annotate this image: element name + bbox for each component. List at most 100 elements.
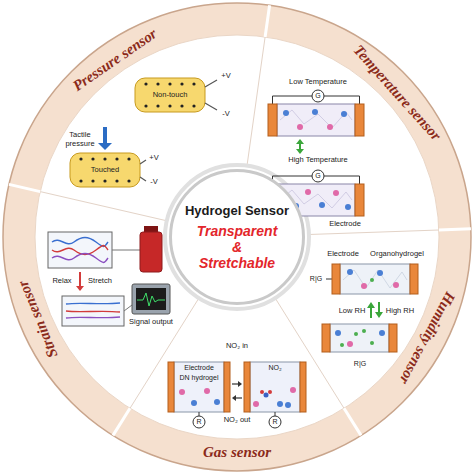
humidity-cell: [332, 264, 340, 294]
part-label: DN hydrogel: [180, 374, 219, 382]
sector-band: Gas sensor: [202, 444, 272, 461]
state-label: Touched: [91, 166, 119, 175]
humidity-cell: [370, 341, 374, 345]
sector-divider: [113, 408, 130, 435]
pressure-pad: [168, 82, 171, 85]
pressure-pad: [156, 82, 159, 85]
temperature-cell: [333, 190, 339, 196]
flow-label: NO₂ in: [226, 342, 248, 351]
pressure-pad: [192, 104, 195, 107]
state-label: Relax: [52, 277, 71, 286]
pressure-pad: [144, 104, 147, 107]
part-label: Electrode: [184, 364, 214, 372]
strain-fiber-box: [66, 303, 120, 304]
humidity-arrow: [367, 302, 383, 318]
gas-cell: [191, 400, 197, 406]
humidity-cell: [326, 279, 332, 280]
gas-cell: [269, 416, 281, 428]
gas-cell: [275, 412, 276, 416]
temperature-cell: [355, 184, 364, 216]
gas-flow-arrow: [238, 381, 242, 387]
temperature-cell: [341, 111, 347, 117]
gas-cell: [179, 389, 185, 395]
state-label: Stretch: [88, 277, 112, 286]
press-arrow: [98, 143, 112, 150]
strain-fiber-box: [66, 311, 120, 312]
humidity-cell: [347, 341, 353, 347]
temperature-cell: [327, 124, 333, 130]
strain-fiber-box: [52, 238, 108, 247]
gas-cell: [253, 401, 259, 407]
switch-arrow: [296, 139, 304, 144]
outer-ring: [3, 3, 471, 471]
voltage-label: -V: [150, 178, 158, 187]
gas-cell: [193, 416, 205, 428]
gas-label: NO₂: [268, 364, 281, 372]
humidity-cell: [343, 270, 407, 288]
gas-flow-arrow: [232, 381, 242, 401]
pressure-pad: [135, 78, 205, 112]
pressure-pad: [91, 157, 94, 160]
humidity-arrow: [367, 302, 375, 308]
pressure-pad: [70, 153, 140, 187]
humidity-cell: [389, 324, 397, 352]
condition-label: Low Temperature: [289, 78, 347, 87]
meter-symbol: R: [196, 418, 201, 426]
gas-cell: [174, 362, 224, 412]
gas-cell: [224, 362, 230, 412]
humidity-arrow: [370, 307, 372, 318]
gas-cell: [277, 401, 283, 407]
temperature-cell: [283, 110, 289, 116]
pressure-pad: [205, 80, 217, 87]
humidity-cell: [347, 269, 353, 275]
humidity-cell: [340, 343, 344, 347]
temperature-cell: [312, 170, 324, 182]
humidity-arrow: [375, 312, 383, 318]
gas-cell: [268, 390, 272, 394]
temperature-cell: [345, 204, 351, 210]
humidity-cell: [410, 264, 418, 294]
gas-cell: [250, 362, 300, 412]
pressure-pad: [140, 177, 146, 181]
gas-cell: [244, 362, 306, 428]
outer-ring: [35, 35, 439, 439]
pressure-pad: [180, 82, 183, 85]
state-label: Non-touch: [153, 91, 188, 100]
temperature-cell: [312, 109, 318, 115]
pressure-pad: [156, 104, 159, 107]
pressure-pad: [91, 179, 94, 182]
switch-arrow: [299, 143, 301, 150]
humidity-cell: [354, 332, 358, 336]
pressure-pad: [115, 157, 118, 160]
hub-circle: Hydrogel SensorTransparent & Stretchable: [169, 169, 305, 305]
meter-symbol: R|G: [310, 275, 322, 283]
strain-fiber-box: [48, 232, 140, 268]
signal-monitor: [132, 284, 170, 314]
temperature-cell: [319, 202, 325, 208]
force-label: Tactile pressure: [63, 131, 97, 148]
strain-fiber-box: [62, 296, 124, 326]
switch-arrow: [296, 149, 304, 154]
gas-cell: [300, 362, 306, 412]
meter-symbol: G: [315, 172, 320, 180]
humidity-cell: [326, 264, 418, 294]
pressure-pad: [103, 179, 106, 182]
sector-divider: [265, 5, 270, 37]
condition-label: High RH: [386, 307, 414, 316]
pressure-pad: [127, 179, 130, 182]
sector-divider: [309, 230, 439, 235]
pressure-pad: [79, 179, 82, 182]
press-arrow: [103, 127, 107, 144]
gas-flow-arrow: [232, 383, 239, 384]
pressure-pad: [135, 78, 217, 112]
gas-cell: [260, 390, 264, 394]
flow-label: NO₂ out: [224, 416, 251, 425]
humidity-cell: [322, 324, 397, 352]
stretch-arrow: [76, 272, 84, 291]
sector-divider: [344, 408, 361, 435]
blood-vial: [140, 226, 162, 272]
humidity-cell: [377, 270, 383, 276]
strain-fiber-box: [48, 232, 112, 268]
condition-label: High Temperature: [288, 156, 347, 165]
sector-heading: Gas sensor: [203, 444, 271, 461]
